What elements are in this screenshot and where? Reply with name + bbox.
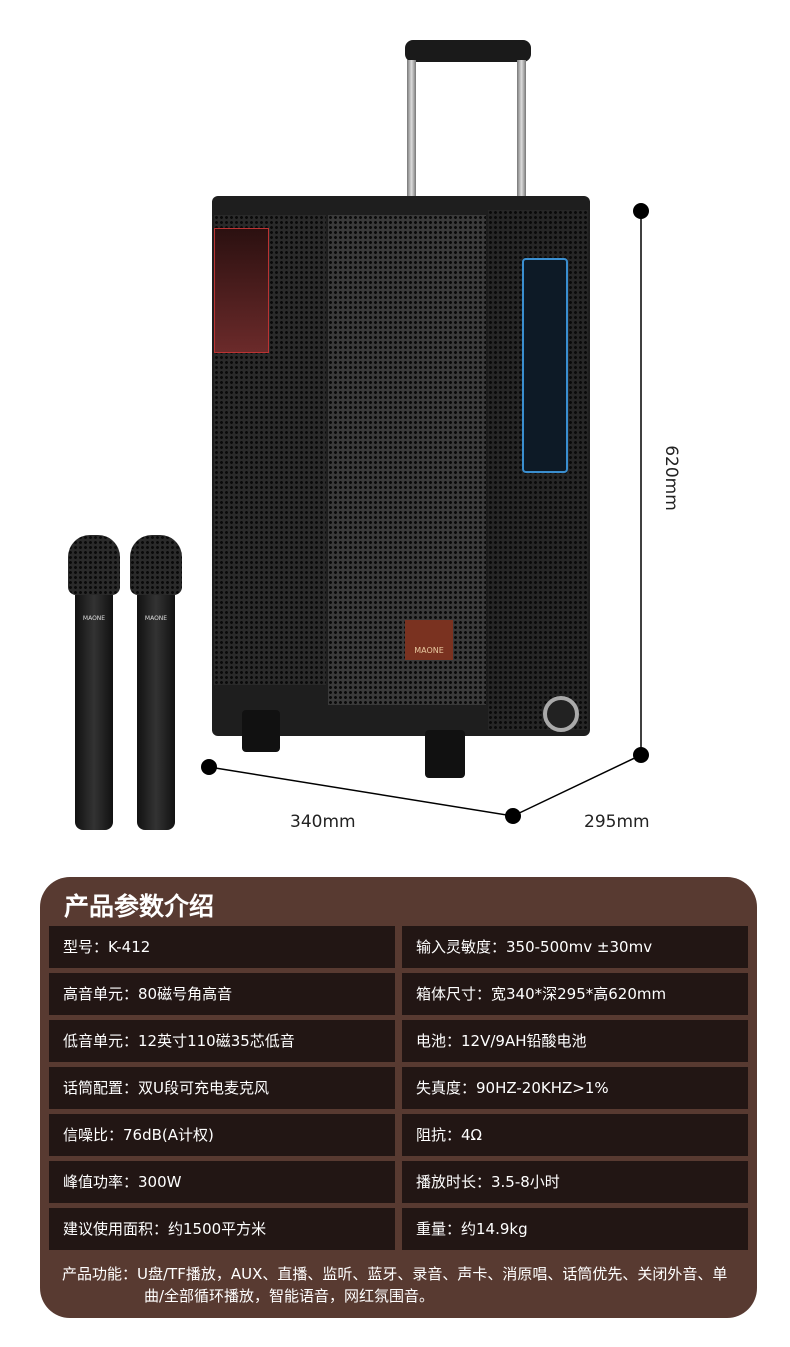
spec-cell-left: 建议使用面积：约1500平方米 — [49, 1208, 395, 1250]
height-label: 620mm — [660, 445, 681, 511]
spec-cell-right: 箱体尺寸：宽340*深295*高620mm — [402, 973, 748, 1015]
product-image: MAONE MAONE MAONE 620mm 340mm 295mm — [68, 40, 681, 832]
spec-cell-right: 输入灵敏度：350-500mv ±30mv — [402, 926, 748, 968]
dimension-dot — [633, 203, 649, 219]
spec-cell-right: 电池：12V/9AH铅酸电池 — [402, 1020, 748, 1062]
dimension-dot — [633, 747, 649, 763]
spec-cell-right: 播放时长：3.5-8小时 — [402, 1161, 748, 1203]
width-label: 340mm — [290, 812, 356, 832]
spec-cell-left: 话筒配置：双U段可充电麦克风 — [49, 1067, 395, 1109]
mic-brand: MAONE — [75, 595, 113, 830]
microphone-2: MAONE — [130, 535, 182, 830]
spec-title: 产品参数介绍 — [64, 892, 215, 921]
spec-cell-left: 信噪比：76dB(A计权) — [49, 1114, 395, 1156]
product-functions: 产品功能：U盘/TF播放，AUX、直播、监听、蓝牙、录音、声卡、消原唱、话筒优先… — [62, 1265, 728, 1305]
dimension-dot — [505, 808, 521, 824]
foot-left — [242, 710, 280, 752]
dimension-lines — [208, 211, 642, 817]
spec-cell-left: 峰值功率：300W — [49, 1161, 395, 1203]
handle-pole-left — [407, 60, 416, 200]
spec-cell-left: 低音单元：12英寸110磁35芯低音 — [49, 1020, 395, 1062]
handle-pole-right — [517, 60, 526, 200]
spec-cell-left: 型号：K-412 — [49, 926, 395, 968]
spec-cell-right: 阻抗：4Ω — [402, 1114, 748, 1156]
mic-brand: MAONE — [137, 595, 175, 830]
spec-cell-left: 高音单元：80磁号角高音 — [49, 973, 395, 1015]
depth-label: 295mm — [584, 812, 650, 832]
dimension-dot — [201, 759, 217, 775]
trolley-handle — [405, 40, 531, 62]
brand-logo: MAONE — [405, 620, 453, 660]
microphone-1: MAONE — [68, 535, 120, 830]
control-panel — [522, 258, 568, 473]
spec-cell-right: 失真度：90HZ-20KHZ>1% — [402, 1067, 748, 1109]
wheel — [543, 696, 579, 732]
sticker — [214, 228, 269, 353]
spec-cell-right: 重量：约14.9kg — [402, 1208, 748, 1250]
foot-right — [425, 730, 465, 778]
